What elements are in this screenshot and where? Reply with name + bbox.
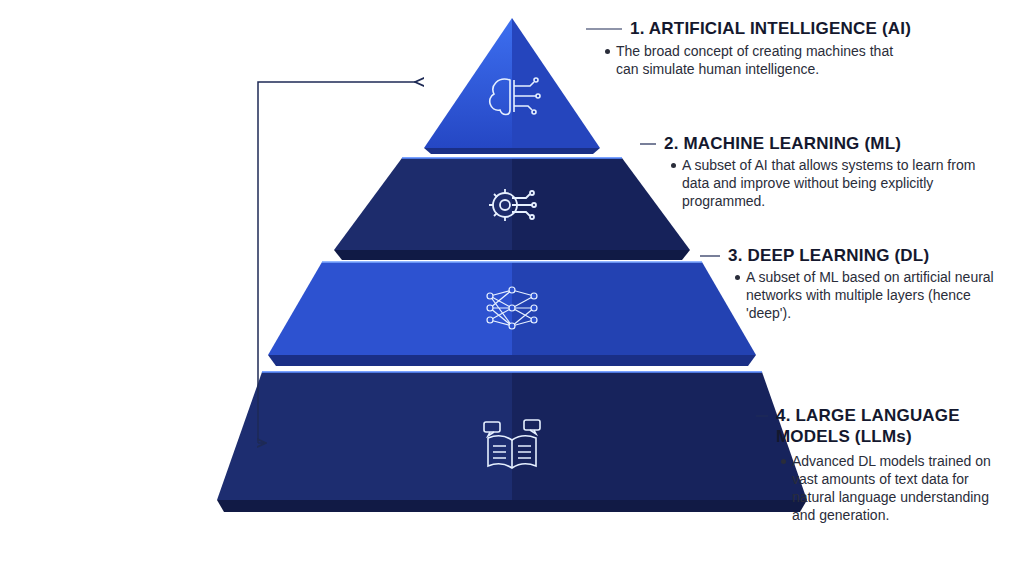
bullet-dot <box>781 459 786 464</box>
bullet-dot <box>605 49 610 54</box>
leader-line <box>586 29 768 416</box>
pyramid-tier <box>217 372 807 512</box>
tier-description: A subset of ML based on artificial neura… <box>746 268 1014 322</box>
brain-icon <box>490 78 540 115</box>
bullet-dot <box>735 275 740 280</box>
tier-heading: 3. DEEP LEARNING (DL) <box>728 245 1018 266</box>
tier-heading: 4. LARGE LANGUAGE MODELS (LLMs) <box>776 405 1001 447</box>
pyramid-tier <box>424 18 600 154</box>
gear-icon <box>489 189 536 221</box>
tier-description: Advanced DL models trained on vast amoun… <box>792 452 1002 524</box>
pyramid-tier <box>334 158 690 260</box>
tier-description: The broad concept of creating machines t… <box>616 42 916 78</box>
hierarchy-bracket <box>258 82 415 443</box>
tier-description: A subset of AI that allows systems to le… <box>682 156 982 210</box>
bullet-dot <box>671 163 676 168</box>
tier-heading: 1. ARTIFICIAL INTELLIGENCE (AI) <box>630 18 1015 39</box>
book-chat-icon <box>484 420 540 468</box>
pyramid-tier <box>268 262 756 366</box>
neural-network-icon <box>487 287 537 329</box>
tier-heading: 2. MACHINE LEARNING (ML) <box>664 133 1014 154</box>
